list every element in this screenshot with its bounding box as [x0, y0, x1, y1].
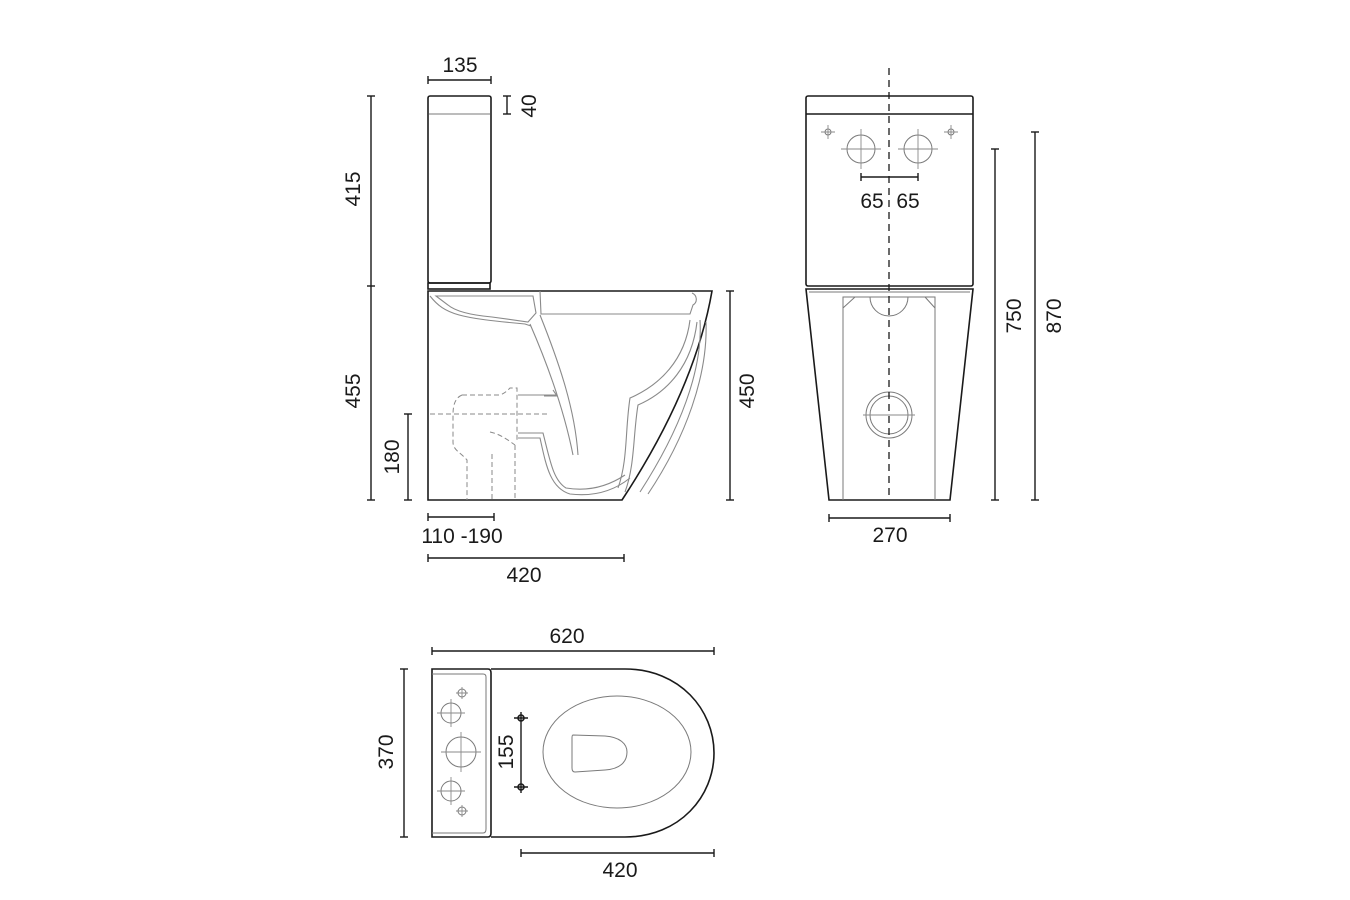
rim-channel [434, 295, 537, 323]
inlet-arc [869, 296, 909, 317]
hole-crosshair [841, 129, 938, 169]
cistern-top [431, 668, 492, 838]
dim-height-870: 870 [1043, 298, 1066, 333]
front-view: 65 65 270 750 870 [805, 68, 1066, 547]
base-recess-chamfer [842, 296, 936, 309]
dim-bowl-depth: 420 [506, 564, 541, 587]
waste-pipe-top [462, 387, 518, 440]
trapway-front-2 [539, 314, 579, 456]
dim-inlet-height: 180 [381, 439, 404, 474]
dim-rim-height: 450 [736, 373, 759, 408]
bowl-back-2 [624, 321, 698, 493]
bowl-back-outer [639, 319, 701, 493]
bowl-outline [427, 290, 713, 501]
dim-height-750: 750 [1003, 298, 1026, 333]
fixing-crosshair [821, 125, 958, 139]
cistern-inner [432, 673, 487, 834]
dim-hole-offset-right: 65 [896, 190, 919, 213]
dim-tank-height: 415 [342, 171, 365, 206]
outlet-upper [544, 389, 559, 397]
dim-bowl-length: 420 [602, 859, 637, 882]
dim-outlet-range: 110 -190 [421, 525, 502, 548]
dim-seat-fixing: 155 [495, 734, 518, 769]
top-view: 155 620 370 420 [375, 625, 715, 882]
dim-overall-length: 620 [549, 625, 584, 648]
rim-top [539, 290, 697, 315]
waste-pipe-curve [489, 431, 516, 446]
dim-bowl-height: 455 [342, 373, 365, 408]
bowl-top [491, 668, 715, 838]
dim-base-width: 270 [872, 524, 907, 547]
rim-channel-outer [429, 295, 532, 327]
dim-tank-width: 135 [442, 54, 477, 77]
bowl-front [805, 288, 974, 501]
seat-opening [542, 695, 692, 809]
dim-hole-offset-left: 65 [860, 190, 883, 213]
outlet-lower-2 [518, 437, 631, 496]
water-area [571, 734, 628, 773]
outlet-lower [518, 432, 626, 490]
bowl-back [617, 319, 691, 489]
dim-overall-width: 370 [375, 734, 398, 769]
bowl-back-outer-2 [647, 321, 707, 495]
trapway-front [529, 323, 574, 456]
dim-lid-height: 40 [518, 94, 541, 117]
cistern-base [427, 282, 491, 290]
side-view: 135 40 415 455 180 110 -190 420 450 [342, 54, 759, 587]
tank-crosshairs [437, 687, 481, 817]
waste-pipe-hidden [452, 394, 468, 500]
cistern-side [427, 95, 492, 284]
